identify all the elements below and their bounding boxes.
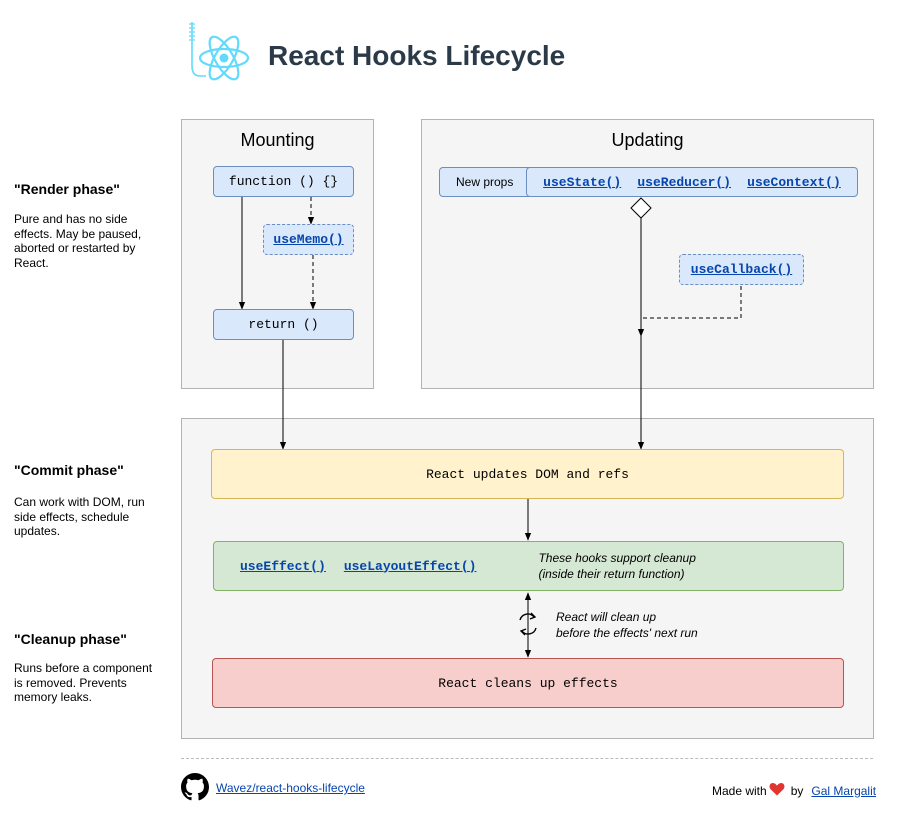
commit-phase-description: Can work with DOM, run side effects, sch…: [14, 495, 145, 538]
usememo-box: useMemo(): [263, 224, 354, 255]
dom-update-box: React updates DOM and refs: [211, 449, 844, 499]
function-box: function () {}: [213, 166, 354, 197]
usecallback-box: useCallback(): [679, 254, 804, 285]
updating-title: Updating: [611, 130, 684, 150]
repo-link[interactable]: Wavez/react-hooks-lifecycle: [216, 781, 365, 795]
author-link[interactable]: Gal Margalit: [811, 783, 877, 798]
render-phase-title: "Render phase": [14, 181, 120, 197]
cleanup-phase-title: "Cleanup phase": [14, 631, 127, 647]
uselayouteffect-link[interactable]: useLayoutEffect(): [343, 558, 477, 574]
page-title: React Hooks Lifecycle: [268, 40, 566, 71]
return-box: return (): [213, 309, 354, 340]
react-atom-hook-icon: [189, 22, 250, 81]
credits: Made with by Gal Margalit: [712, 782, 876, 799]
cleanup-run-note: React will clean up before the effects' …: [556, 610, 698, 640]
refresh-icon: [519, 612, 537, 636]
usememo-link[interactable]: useMemo(): [273, 232, 344, 247]
useeffect-link[interactable]: useEffect(): [240, 558, 326, 574]
react-logo: [186, 18, 250, 82]
render-phase-description: Pure and has no side effects. May be pau…: [14, 212, 142, 270]
github-icon[interactable]: [181, 773, 209, 806]
state-hooks-box: useState() useReducer() useContext(): [526, 167, 858, 197]
by-text: by: [790, 783, 804, 798]
cleanup-box: React cleans up effects: [212, 658, 844, 708]
effects-box: useEffect() useLayoutEffect() These hook…: [213, 541, 844, 591]
updating-panel: Updating: [421, 119, 874, 389]
made-with-text: Made with: [712, 783, 767, 798]
usecontext-link[interactable]: useContext(): [747, 174, 841, 190]
heart-icon: [769, 782, 785, 799]
mounting-title: Mounting: [240, 130, 315, 150]
cleanup-phase-description: Runs before a component is removed. Prev…: [14, 661, 153, 704]
cleanup-support-note: These hooks support cleanup (inside thei…: [538, 551, 696, 581]
footer-divider: [181, 758, 873, 759]
usestate-link[interactable]: useState(): [543, 174, 622, 190]
usecallback-link[interactable]: useCallback(): [690, 262, 793, 277]
new-props-box: New props: [439, 167, 535, 197]
hooks-diamond: [630, 197, 652, 219]
commit-phase-title: "Commit phase": [14, 462, 124, 478]
usereducer-link[interactable]: useReducer(): [637, 174, 731, 190]
usecallback-arrow: [637, 286, 742, 337]
